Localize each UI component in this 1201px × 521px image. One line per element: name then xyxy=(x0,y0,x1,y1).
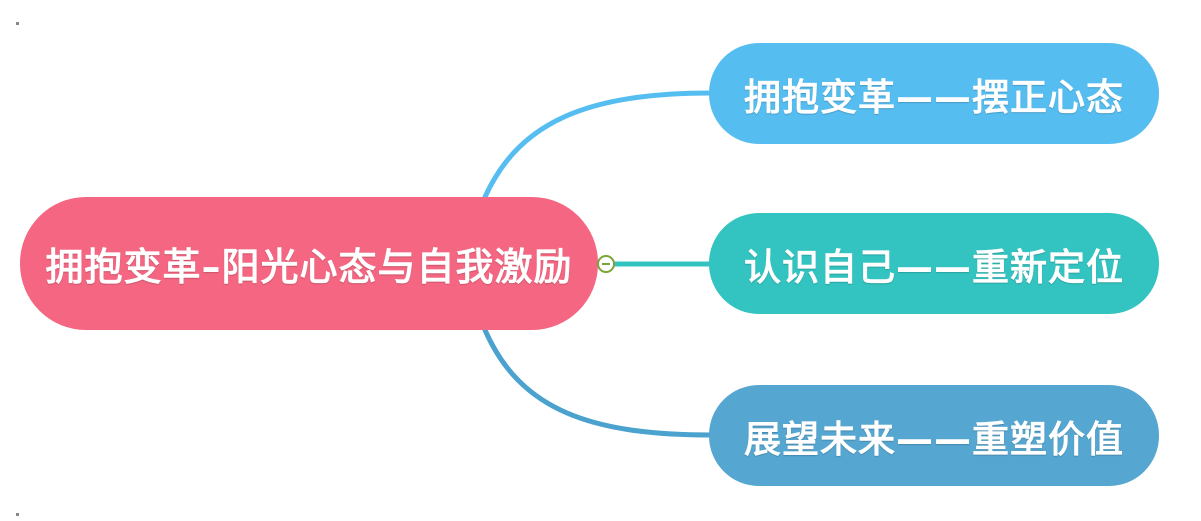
corner-marker xyxy=(16,513,19,516)
connector-line-3 xyxy=(482,327,715,438)
subtopic-label: 认识自己——重新定位 xyxy=(744,245,1124,289)
subtopic-label: 展望未来——重塑价值 xyxy=(744,417,1124,461)
subtopic-label: 拥抱变革——摆正心态 xyxy=(744,75,1124,119)
minus-circle-icon[interactable] xyxy=(597,255,615,273)
subtopic-embrace-change[interactable]: 拥抱变革——摆正心态 xyxy=(709,43,1159,144)
central-topic[interactable]: 拥抱变革–阳光心态与自我激励 xyxy=(20,197,598,330)
central-topic-label: 拥抱变革–阳光心态与自我激励 xyxy=(45,245,573,289)
subtopic-look-ahead[interactable]: 展望未来——重塑价值 xyxy=(709,385,1159,486)
subtopic-know-yourself[interactable]: 认识自己——重新定位 xyxy=(709,213,1159,314)
connector-line-1 xyxy=(482,90,715,200)
corner-marker xyxy=(16,22,19,25)
